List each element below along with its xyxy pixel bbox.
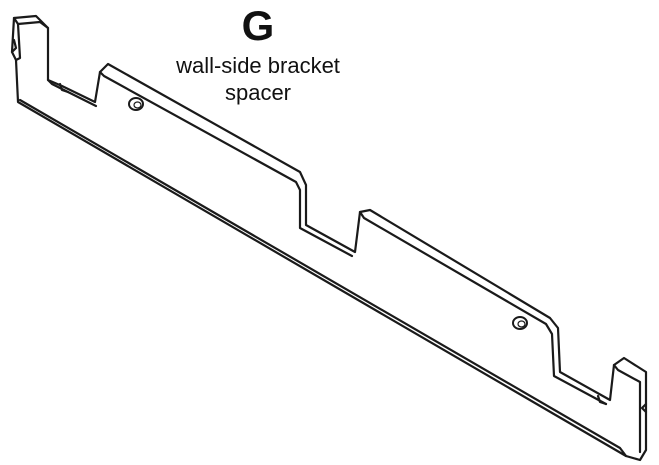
bracket-upper-face-2 [358, 210, 608, 406]
bracket-top-edge [12, 16, 50, 30]
part-letter-label: G [241, 2, 275, 49]
bracket-right-tab-face [612, 363, 642, 454]
mounting-hole-left-inner [133, 101, 142, 109]
part-name-line-1: wall-side bracket [176, 53, 340, 78]
mounting-hole-right-inner [517, 320, 526, 328]
part-description: wall-side bracket spacer [148, 52, 368, 106]
bracket-edge-left-tab [14, 22, 22, 62]
right-notch-dent [596, 394, 608, 406]
bracket-inner-notch-left [46, 78, 98, 108]
bracket-outline [10, 14, 648, 462]
right-end-dent [640, 402, 648, 414]
part-name-line-2: spacer [224, 80, 292, 105]
left-end-dent [10, 38, 18, 54]
bracket-upper-face-1 [98, 70, 354, 258]
bracket-lower-edge [18, 98, 628, 458]
left-notch-dent [58, 82, 70, 94]
